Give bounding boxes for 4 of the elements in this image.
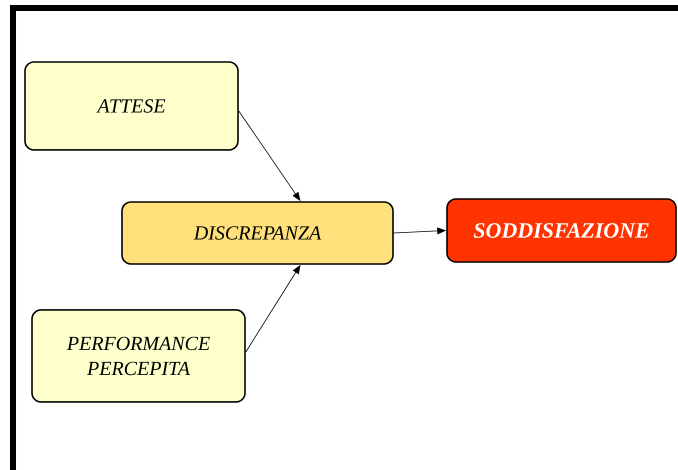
concept-box: PERFORMANCE PERCEPITA — [31, 309, 246, 403]
concept-box: ATTESE — [24, 61, 239, 151]
result-box: SODDISFAZIONE — [446, 198, 677, 263]
concept-box: DISCREPANZA — [121, 201, 394, 265]
